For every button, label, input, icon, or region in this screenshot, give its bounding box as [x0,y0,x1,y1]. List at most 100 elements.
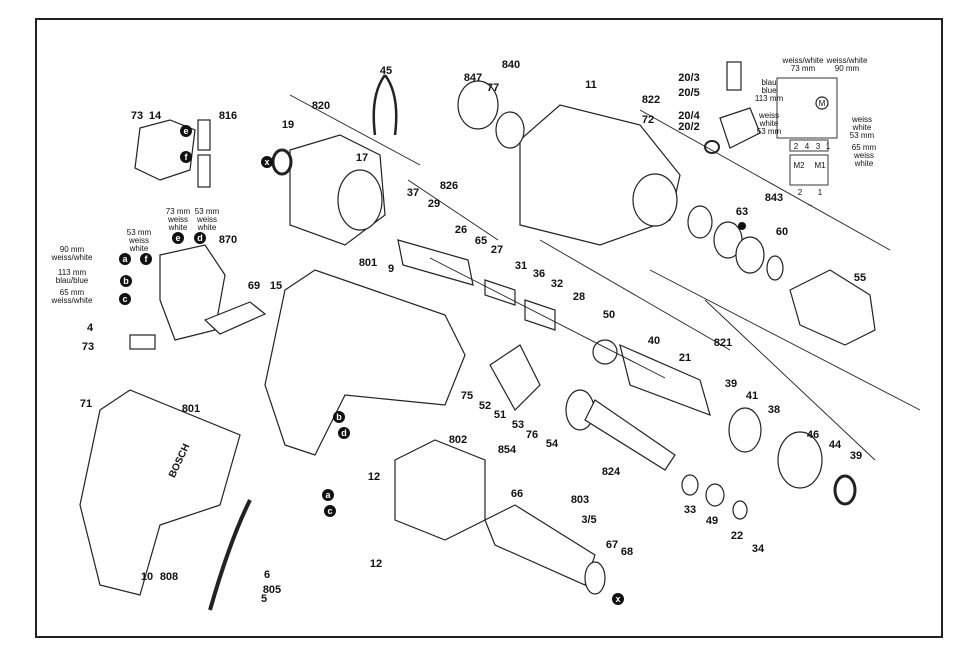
wire-marker-circle [333,411,345,423]
callout-label: 824 [602,466,621,478]
fan [584,561,606,595]
change-lever [489,344,541,411]
schematic-terminals: 1 [826,142,831,151]
callout-label: 816 [219,110,237,122]
ball [738,222,746,230]
wire-marker-circle [120,275,132,287]
callout-label: 66 [511,488,523,500]
callout-label: 19 [282,119,294,131]
spring [687,205,713,239]
wire-note: weiss/white [51,253,93,262]
wire-note: white [129,244,149,253]
spring [777,431,823,489]
striker [524,299,556,331]
wire-note: 53 mm [127,228,152,237]
callout-label: 40 [648,335,660,347]
callout-label: 9 [388,263,394,275]
callout-label: 11 [585,79,597,91]
bearing [681,474,699,496]
hammer-tube [619,343,711,416]
ring [732,500,748,520]
wire-marker-letter: c [122,294,127,304]
wire-marker-circle [324,505,336,517]
wire-note: weiss [196,215,217,224]
wire-note: 65 mm [60,288,85,297]
callout-label: 6 [264,569,270,581]
wire-note: weiss/white [51,296,93,305]
wire-marker-letter: d [197,233,203,243]
schematic-terminals: 2 [794,142,799,151]
wire-note: 90 mm [60,245,85,254]
callout-label: 821 [714,337,732,349]
callout-label: 5 [261,593,267,605]
schematic-right-mid: 53 mm [850,131,875,140]
callout-label: 71 [80,398,92,410]
wire-marker-circle [322,489,334,501]
callout-label: 847 [464,72,482,84]
schematic-top-left: weiss/white [782,56,824,65]
schematic-left-top: blue [761,86,777,95]
ring [495,111,525,149]
leader-lines [289,94,921,461]
schematic-left-mid: weiss [758,111,779,120]
callout-label: 801 [359,257,377,269]
schematic-switch: 2 [798,188,803,197]
callout-label: 28 [573,291,585,303]
piston [484,279,516,306]
callout-label: 44 [829,439,842,451]
callout-label: 69 [248,280,260,292]
diagram-frame [35,18,943,638]
carbon-brush [197,119,211,151]
wire-marker-circle [338,427,350,439]
o-ring [271,148,293,176]
callout-label: 60 [776,226,788,238]
brush-plate [719,107,761,149]
callout-label: 20/3 [678,72,699,84]
callout-label: 33 [684,504,696,516]
intermediate-shaft [584,399,676,471]
wire-marker-circle [119,253,131,265]
ring [704,140,720,154]
callout-label: 870 [219,234,237,246]
callout-label: 801 [182,403,200,415]
callout-label: 34 [752,543,765,555]
callout-label: 76 [526,429,538,441]
wire-note: 113 mm [58,268,87,277]
callout-label: 63 [736,206,748,218]
wiring-schematic [776,77,838,186]
schematic-left-top: 113 mm [755,94,784,103]
ac-symbol: ~ [808,201,813,210]
callout-label: 12 [370,558,382,570]
wire-marker-circle [119,293,131,305]
callout-label: 37 [407,187,419,199]
wire-marker-letter: a [122,254,128,264]
impact-bolt [592,339,618,365]
schematic-terminals: 3 [816,142,821,151]
callout-label: 38 [768,404,780,416]
schematic-switch: 1 [818,188,823,197]
callout-label: 843 [765,192,783,204]
wire-marker-circle [612,593,624,605]
wire-marker-letter: b [336,412,342,422]
wire-marker-circle [180,125,192,137]
callout-label: 41 [746,390,758,402]
callout-label: 39 [850,450,862,462]
wire-note: white [197,223,217,232]
armature [484,504,596,586]
schematic-top-right: weiss/white [826,56,868,65]
schematic-right-low: weiss [853,151,874,160]
callout-label: 822 [642,94,660,106]
wire-marker-circle [194,232,206,244]
schematic-left-mid: 53 mm [757,127,782,136]
carbon-brush-holder [726,61,742,91]
schematic-left-top: blau [761,78,776,87]
wire-marker-letter: e [183,126,188,136]
handle-housing [79,389,241,596]
seal [457,80,499,130]
wire-note: white [168,223,188,232]
callout-label: 14 [149,110,162,122]
callout-label: 3/5 [581,514,596,526]
